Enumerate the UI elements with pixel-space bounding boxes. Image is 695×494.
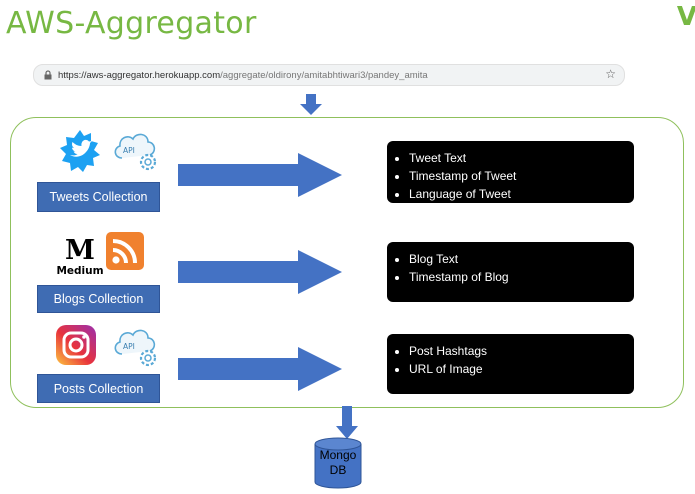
- arrow-posts: [178, 347, 342, 391]
- url-host: https://aws-aggregator.herokuapp.com: [58, 69, 221, 81]
- page-title: AWS-Aggregator: [6, 6, 257, 41]
- tweets-collection-label: Tweets Collection: [37, 182, 160, 212]
- info-item: Timestamp of Blog: [409, 268, 634, 286]
- database-label-line2: DB: [329, 463, 347, 477]
- info-item: Tweet Text: [409, 149, 634, 167]
- api-text: API: [123, 342, 135, 351]
- star-icon[interactable]: ☆: [605, 67, 616, 81]
- tweets-info-box: Tweet Text Timestamp of Tweet Language o…: [387, 141, 634, 203]
- database-label: Mongo DB: [315, 448, 361, 478]
- url-path: /aggregate/oldirony/amitabhtiwari3/pande…: [220, 69, 428, 81]
- corner-mark: V: [676, 2, 695, 32]
- instagram-icon: [56, 325, 96, 365]
- down-arrow-url: [300, 94, 322, 115]
- api-cloud-gear-icon: API: [114, 329, 157, 367]
- api-cloud-gear-icon: API: [114, 133, 157, 171]
- down-arrow-db: [336, 406, 358, 439]
- medium-letter: M: [65, 235, 95, 266]
- lock-icon: [44, 70, 52, 80]
- medium-text: Medium: [56, 265, 103, 277]
- browser-url-bar[interactable]: https://aws-aggregator.herokuapp.com /ag…: [33, 64, 625, 86]
- info-item: Timestamp of Tweet: [409, 167, 634, 185]
- blogs-info-box: Blog Text Timestamp of Blog: [387, 242, 634, 302]
- posts-info-box: Post Hashtags URL of Image: [387, 334, 634, 394]
- info-item: Blog Text: [409, 250, 634, 268]
- database-cylinder-icon: [314, 437, 362, 489]
- database-label-line1: Mongo: [319, 448, 357, 462]
- blogs-collection-label: Blogs Collection: [37, 285, 160, 313]
- api-text: API: [123, 146, 135, 155]
- info-item: Post Hashtags: [409, 342, 634, 360]
- medium-icon: M Medium: [55, 231, 105, 277]
- info-item: URL of Image: [409, 360, 634, 378]
- posts-collection-label: Posts Collection: [37, 374, 160, 403]
- arrow-tweets: [178, 153, 342, 197]
- arrow-blogs: [178, 250, 342, 294]
- info-item: Language of Tweet: [409, 185, 634, 203]
- twitter-icon: [60, 130, 100, 172]
- rss-icon: [106, 232, 144, 270]
